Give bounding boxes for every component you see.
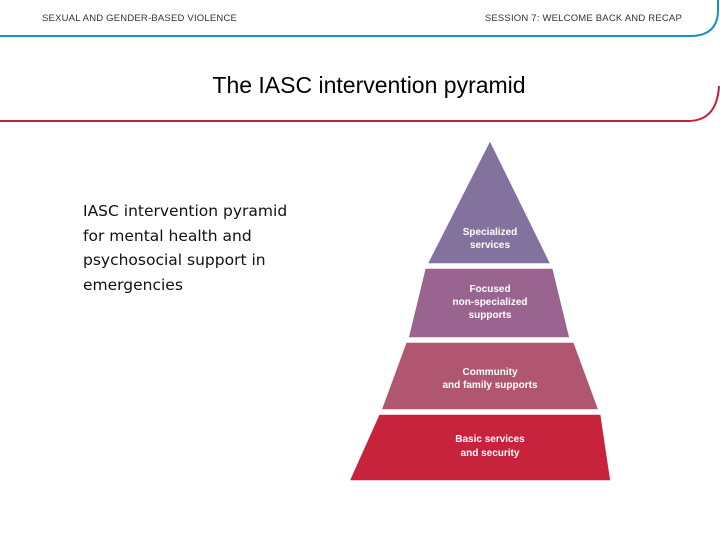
pyramid-level-2-line-3: supports [469, 310, 512, 321]
header-frame-bottom-line [0, 85, 720, 122]
header-right-label: SESSION 7: WELCOME BACK AND RECAP [484, 13, 682, 24]
pyramid-level-basic-services: Basic services and security [347, 413, 612, 482]
pyramid-level-3-line-2: and family supports [442, 380, 537, 391]
page-title: The IASC intervention pyramid [212, 72, 526, 98]
pyramid-level-1-line-1: Specialized [463, 227, 517, 238]
pyramid-level-4-line-1: Basic services [455, 434, 525, 445]
pyramid-level-3-line-1: Community [463, 367, 518, 378]
iasc-pyramid: Specialized services Focused non-special… [347, 138, 612, 482]
header-frame [0, 0, 720, 122]
header-left-label: SEXUAL AND GENDER-BASED VIOLENCE [42, 13, 238, 24]
pyramid-level-1-line-2: services [470, 240, 510, 251]
pyramid-level-4-line-2: and security [461, 448, 520, 459]
header-frame-top-line [0, 0, 719, 37]
pyramid-description: IASC intervention pyramid for mental hea… [83, 202, 288, 294]
pyramid-level-community-family: Community and family supports [379, 341, 601, 411]
pyramid-level-2-line-2: non-specialized [452, 297, 527, 308]
pyramid-level-2-line-1: Focused [469, 284, 510, 295]
pyramid-level-focused-supports: Focused non-specialized supports [407, 267, 571, 339]
pyramid-level-specialized-services: Specialized services [425, 138, 553, 265]
